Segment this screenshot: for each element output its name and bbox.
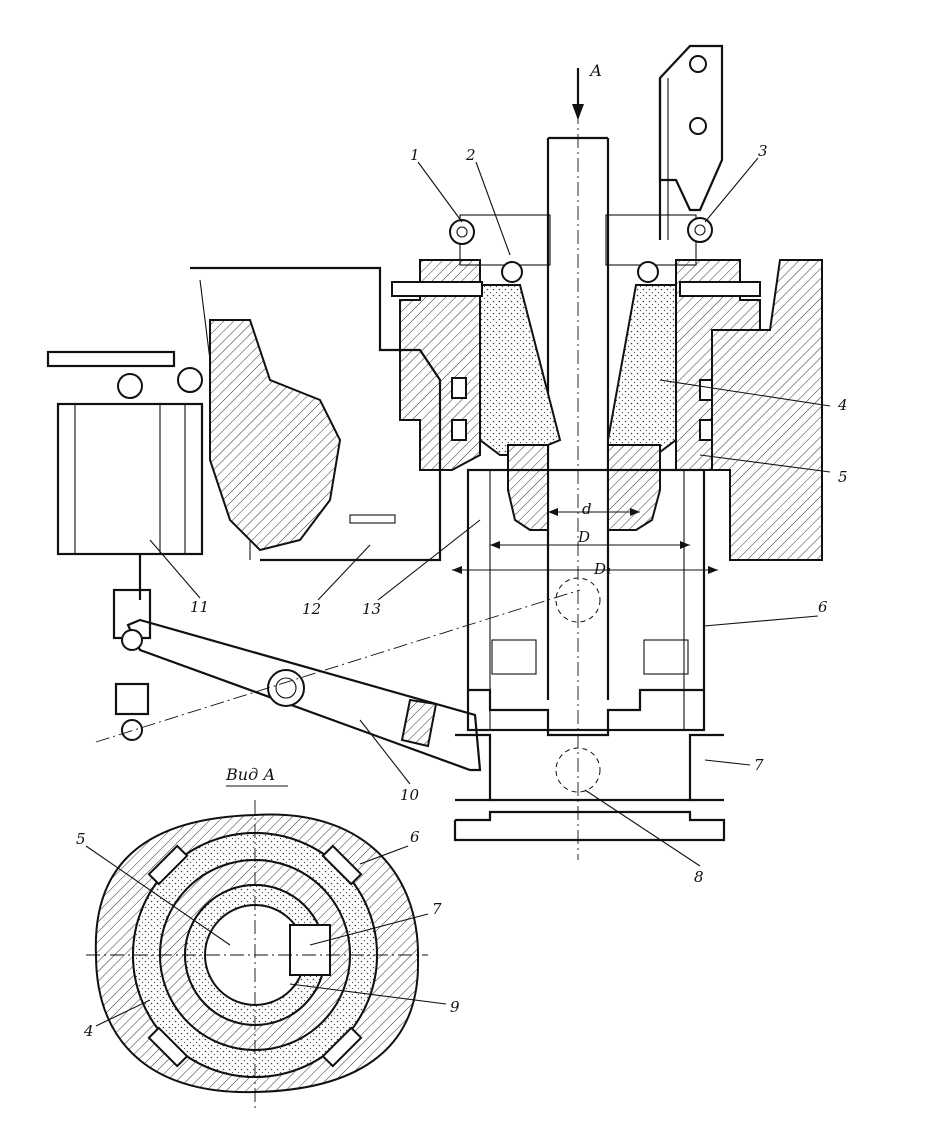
lever-pins bbox=[449, 55, 713, 283]
callout-11: 11 bbox=[190, 598, 209, 616]
dim-d: d bbox=[582, 500, 592, 518]
callout-10: 10 bbox=[400, 786, 420, 804]
lever-arm bbox=[95, 589, 581, 772]
callout-5: 5 bbox=[838, 468, 848, 486]
housing-bolts bbox=[391, 281, 761, 441]
dimension-lines bbox=[452, 508, 718, 623]
callout-leaders bbox=[149, 157, 831, 867]
callout-2: 2 bbox=[465, 146, 476, 164]
hidden-pin bbox=[555, 747, 601, 793]
callout-7: 7 bbox=[754, 756, 764, 774]
left-housing bbox=[190, 266, 442, 562]
view-a-callout-7: 7 bbox=[432, 900, 442, 918]
dim-D1: D₁ bbox=[593, 560, 612, 578]
view-arrow-label: А bbox=[589, 61, 602, 80]
view-a-section bbox=[86, 800, 428, 1110]
dim-D: D bbox=[577, 528, 590, 546]
base-flange bbox=[453, 733, 726, 842]
callout-1: 1 bbox=[410, 146, 420, 164]
callout-12: 12 bbox=[302, 600, 321, 618]
callout-8: 8 bbox=[694, 868, 704, 886]
view-a-callout-9: 9 bbox=[450, 998, 460, 1016]
callout-13: 13 bbox=[362, 600, 381, 618]
air-cylinder bbox=[46, 350, 204, 716]
callout-6: 6 bbox=[818, 598, 828, 616]
right-linkage bbox=[658, 44, 724, 240]
view-a-title: Вид А bbox=[225, 765, 275, 784]
view-a-callout-4: 4 bbox=[83, 1022, 94, 1040]
callout-4: 4 bbox=[837, 396, 848, 414]
view-a-leaders bbox=[85, 845, 447, 1027]
right-frame bbox=[711, 259, 823, 561]
view-a-callout-5: 5 bbox=[76, 830, 86, 848]
view-a-callout-6: 6 bbox=[410, 828, 420, 846]
callout-3: 3 bbox=[758, 142, 768, 160]
wedge-housing bbox=[399, 214, 761, 471]
clamping-segments bbox=[507, 444, 661, 531]
lower-body bbox=[466, 468, 706, 737]
